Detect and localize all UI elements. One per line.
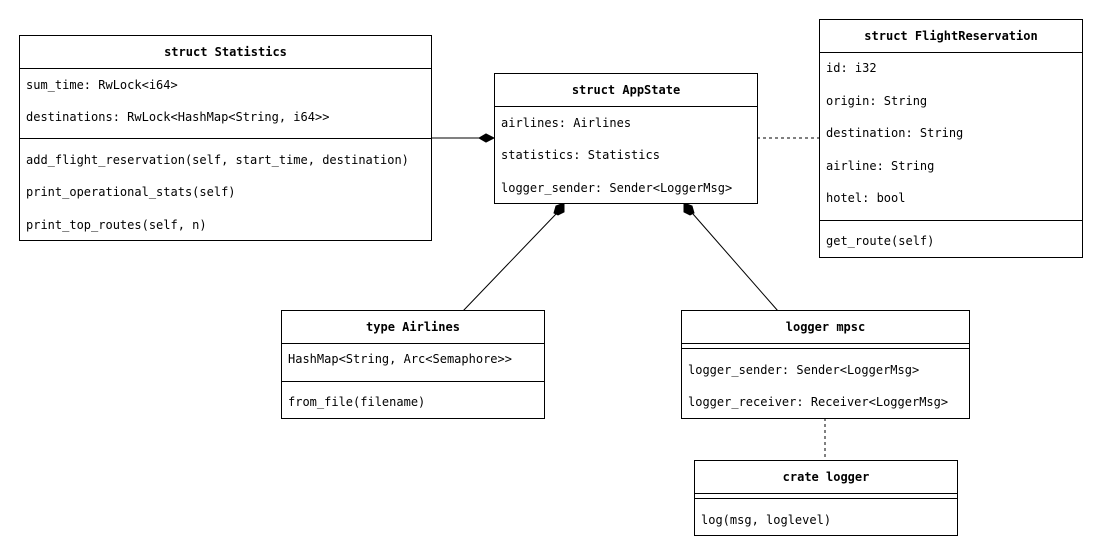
loggermpsc-box: logger mpsc logger_sender: Sender<Logger… (681, 310, 970, 419)
statistics-class-title: struct Statistics (20, 36, 431, 69)
flightreservation-methods-section: get_route(self) (820, 220, 1082, 257)
appstate-fields-section: airlines: Airlines statistics: Statistic… (495, 107, 757, 203)
statistics-class-box: struct Statistics sum_time: RwLock<i64> … (19, 35, 432, 241)
appstate-class-box: struct AppState airlines: Airlines stati… (494, 73, 758, 204)
flightreservation-field: hotel: bool (826, 191, 906, 205)
appstate-field: logger_sender: Sender<LoggerMsg> (501, 181, 733, 195)
cratelogger-method: log(msg, loglevel) (701, 513, 832, 527)
flightreservation-fields-section: id: i32 origin: String destination: Stri… (820, 53, 1082, 220)
appstate-class-title: struct AppState (495, 74, 757, 107)
flightreservation-field: origin: String (826, 94, 928, 108)
loggermpsc-method: logger_receiver: Receiver<LoggerMsg> (688, 395, 949, 409)
airlines-type-title: type Airlines (282, 311, 544, 344)
airlines-type-box: type Airlines HashMap<String, Arc<Semaph… (281, 310, 545, 419)
airlines-appstate-composition-diamond (553, 202, 565, 216)
statistics-fields-section: sum_time: RwLock<i64> destinations: RwLo… (20, 69, 431, 139)
statistics-appstate-composition-diamond (477, 133, 496, 143)
flightreservation-field: airline: String (826, 159, 935, 173)
appstate-field: statistics: Statistics (501, 148, 660, 162)
airlines-methods-section: from_file(filename) (282, 381, 544, 418)
loggermpsc-appstate-composition-line (692, 213, 779, 312)
statistics-method: print_top_routes(self, n) (26, 218, 207, 232)
airlines-appstate-composition-line (462, 213, 557, 312)
statistics-method: print_operational_stats(self) (26, 185, 236, 199)
loggermpsc-appstate-composition-diamond (683, 202, 695, 216)
cratelogger-methods-section: log(msg, loglevel) (695, 498, 957, 535)
flightreservation-class-box: struct FlightReservation id: i32 origin:… (819, 19, 1083, 258)
statistics-field: sum_time: RwLock<i64> (26, 78, 178, 92)
statistics-method: add_flight_reservation(self, start_time,… (26, 153, 409, 167)
loggermpsc-title: logger mpsc (682, 311, 969, 344)
flightreservation-class-title: struct FlightReservation (820, 20, 1082, 53)
flightreservation-field: id: i32 (826, 61, 877, 75)
airlines-field: HashMap<String, Arc<Semaphore>> (288, 352, 512, 366)
airlines-fields-section: HashMap<String, Arc<Semaphore>> (282, 344, 544, 382)
statistics-field: destinations: RwLock<HashMap<String, i64… (26, 110, 330, 124)
cratelogger-title: crate logger (695, 461, 957, 494)
airlines-method: from_file(filename) (288, 395, 426, 409)
loggermpsc-methods-section: logger_sender: Sender<LoggerMsg> logger_… (682, 348, 969, 418)
cratelogger-box: crate logger log(msg, loglevel) (694, 460, 958, 536)
statistics-methods-section: add_flight_reservation(self, start_time,… (20, 138, 431, 240)
appstate-field: airlines: Airlines (501, 116, 632, 130)
flightreservation-method: get_route(self) (826, 234, 935, 248)
flightreservation-field: destination: String (826, 126, 964, 140)
loggermpsc-method: logger_sender: Sender<LoggerMsg> (688, 363, 920, 377)
